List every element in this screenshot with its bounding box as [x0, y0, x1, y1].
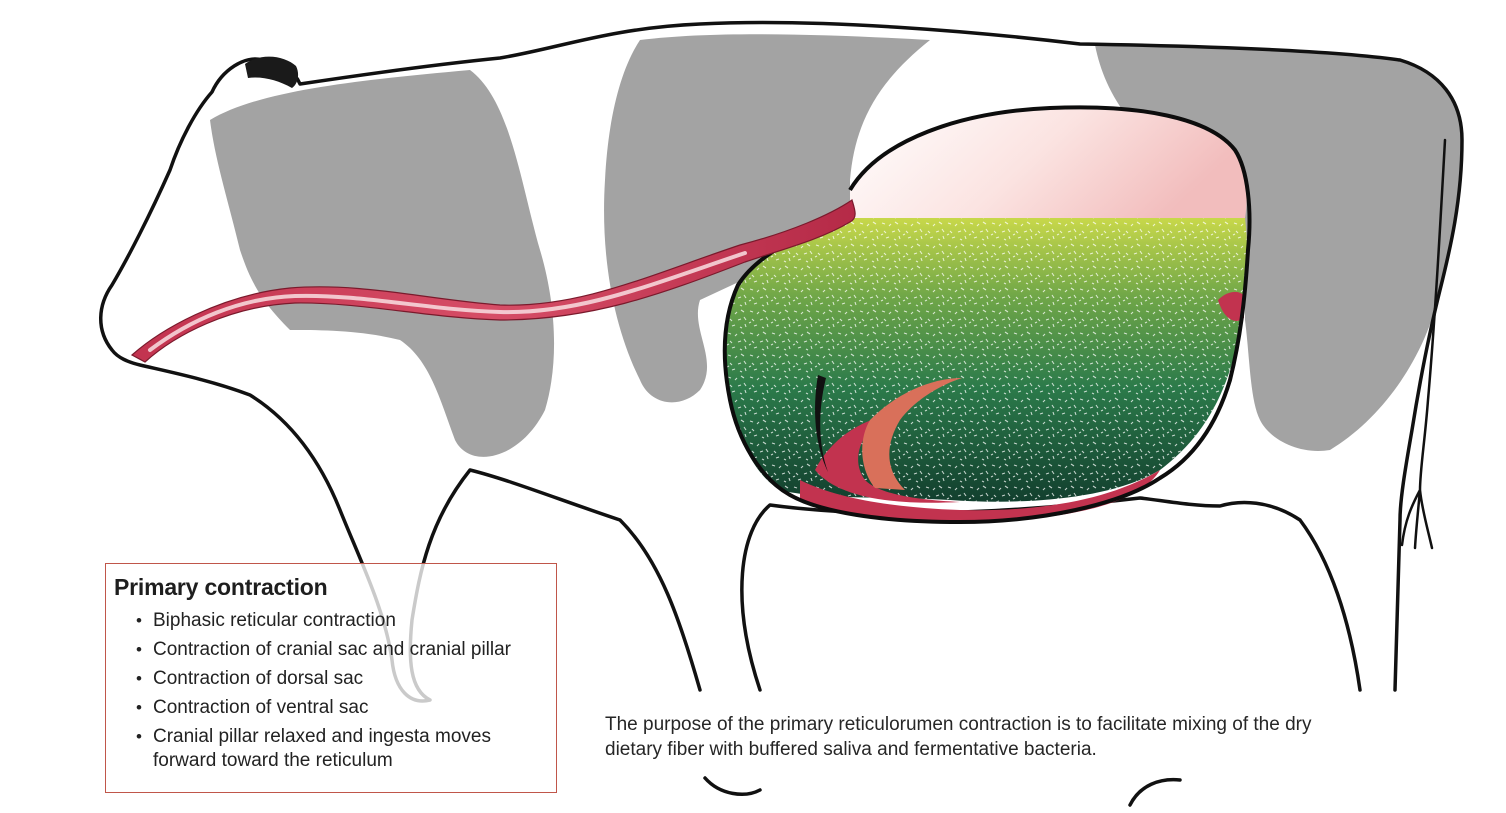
legend-box: Primary contraction Biphasic reticular c… [105, 563, 557, 793]
legend-item: Contraction of cranial sac and cranial p… [136, 638, 546, 662]
legend-title: Primary contraction [114, 574, 546, 601]
legend-item: Biphasic reticular contraction [136, 609, 546, 633]
legend-item: Cranial pillar relaxed and ingesta moves… [136, 725, 546, 773]
caption: The purpose of the primary reticulorumen… [605, 712, 1365, 762]
legend-list: Biphasic reticular contraction Contracti… [114, 609, 546, 773]
rear-hoof [1130, 780, 1180, 805]
front-hoof [705, 778, 760, 794]
rumen-ingesta [725, 218, 1247, 502]
legend-item: Contraction of ventral sac [136, 696, 546, 720]
legend-item: Contraction of dorsal sac [136, 667, 546, 691]
